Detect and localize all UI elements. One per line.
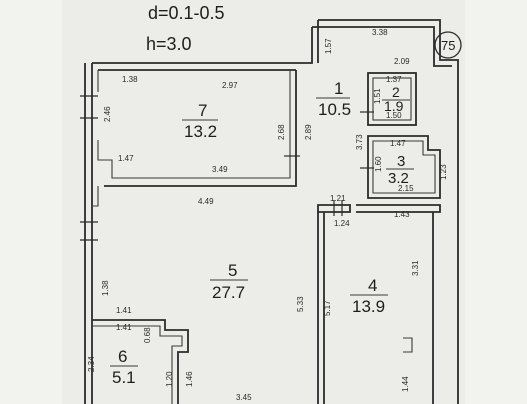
header-h: h=3.0 — [146, 34, 192, 54]
dim-label: 3.73 — [355, 134, 364, 150]
room-1-area: 10.5 — [318, 100, 351, 119]
room-2-walls — [367, 72, 417, 126]
dim-label: 1.41 — [116, 306, 132, 315]
header-d: d=0.1-0.5 — [148, 3, 225, 23]
dim-label: 1.47 — [118, 154, 134, 163]
outer-walls — [84, 19, 459, 404]
room-1-number: 1 — [334, 79, 343, 98]
dim-label: 3.31 — [411, 260, 420, 276]
dim-label: 1.60 — [374, 156, 383, 172]
dim-label: 1.57 — [324, 38, 333, 54]
room-5-number: 5 — [228, 261, 237, 280]
room-6-number: 6 — [118, 347, 127, 366]
dim-label: 1.43 — [394, 210, 410, 219]
dim-label: 3.49 — [212, 165, 228, 174]
dim-label: 4.49 — [198, 197, 214, 206]
dim-label: 1.23 — [439, 164, 448, 180]
room-2-number: 2 — [392, 84, 400, 100]
dim-label: 1.20 — [165, 371, 174, 387]
room-2-area: 1.9 — [384, 98, 404, 114]
room-4-number: 4 — [368, 276, 377, 295]
room-4-area: 13.9 — [352, 297, 385, 316]
dim-label: 1.46 — [185, 371, 194, 387]
paper-sheet — [62, 0, 465, 404]
dim-label: 2.15 — [398, 184, 414, 193]
dim-label: 1.51 — [373, 88, 382, 104]
room-7-area: 13.2 — [184, 122, 217, 141]
dim-label: 1.50 — [386, 111, 402, 120]
dim-label: 5.17 — [323, 300, 332, 316]
dim-label: 1.37 — [386, 75, 402, 84]
floor-badge: 75 — [434, 31, 462, 59]
badge-number: 75 — [441, 38, 455, 53]
dim-label: 2.34 — [87, 356, 96, 372]
room-6-area: 5.1 — [112, 368, 136, 387]
room-3-area: 3.2 — [388, 170, 409, 187]
dim-label: 2.97 — [222, 81, 238, 90]
dim-label: 2.09 — [394, 57, 410, 66]
room-5-area: 27.7 — [212, 283, 245, 302]
dim-label: 2.89 — [304, 124, 313, 140]
room-3-walls — [367, 135, 441, 199]
dim-label: 3.38 — [372, 28, 388, 37]
dim-label: 1.21 — [330, 194, 346, 203]
dim-label: 3.45 — [236, 393, 252, 402]
dimension-labels: 3.38 1.57 2.09 1.37 1.51 1.50 1.38 2.97 … — [87, 28, 448, 402]
dim-label: 1.41 — [116, 323, 132, 332]
dim-label: 0.68 — [143, 327, 152, 343]
room-7-number: 7 — [198, 101, 207, 120]
room-7-walls — [92, 70, 297, 207]
dim-label: 2.68 — [277, 124, 286, 140]
badge-circle — [434, 31, 462, 59]
door-ticks — [80, 95, 374, 241]
interior-walls — [92, 204, 441, 404]
room-labels: 7 13.2 1 10.5 2 1.9 3 3.2 5 27.7 4 13.9 … — [110, 79, 414, 387]
room-3-number: 3 — [397, 153, 405, 170]
dim-label: 1.47 — [390, 139, 406, 148]
dim-label: 2.46 — [103, 106, 112, 122]
dim-label: 5.33 — [296, 296, 305, 312]
dim-label: 1.38 — [101, 280, 110, 296]
dim-label: 1.44 — [401, 376, 410, 392]
dim-label: 1.24 — [334, 219, 350, 228]
dim-label: 1.38 — [122, 75, 138, 84]
